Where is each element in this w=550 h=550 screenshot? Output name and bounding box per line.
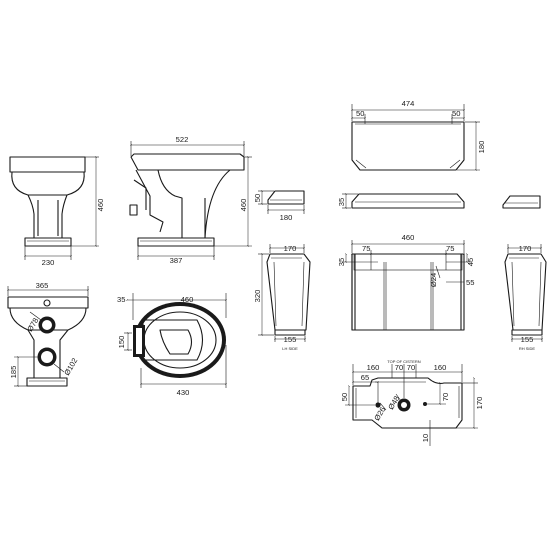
- cistern-lid-right: [502, 195, 541, 209]
- dim-cistern-right-drop: 45: [466, 258, 475, 266]
- dim-cistern-left-offset: 75: [362, 244, 370, 253]
- dim-pan-side-top: 522: [176, 135, 189, 144]
- dim-lid-width: 180: [280, 213, 293, 222]
- dim-cistern-left-drop: 35: [337, 258, 346, 266]
- dim-toc-70-c: 70: [441, 393, 450, 401]
- pan-side-view: 522 460 387: [129, 135, 252, 265]
- dim-toc-160-left: 160: [367, 363, 380, 372]
- dim-toc-70-b: 70: [407, 363, 415, 372]
- dim-pan-back-hole-top: Ø78: [25, 316, 40, 333]
- dim-side-right-width: 170: [519, 244, 532, 253]
- dim-toc-50: 50: [340, 393, 349, 401]
- dim-pan-front-height: 460: [96, 199, 105, 212]
- dim-cistern-right-inset: 55: [466, 278, 474, 287]
- dim-cistern-top-depth: 180: [477, 141, 486, 154]
- cistern-front: 460 75 75 35 Ø24 45 55: [337, 233, 475, 331]
- seat-top-view: 35 460 150 430: [117, 293, 227, 397]
- dim-pan-side-base: 387: [170, 256, 183, 265]
- dim-cistern-top-right: 50: [452, 109, 460, 118]
- dim-pan-back-hole-bottom: Ø102: [62, 356, 79, 377]
- cistern-side-lh: 170 320 155 LH SIDE: [253, 244, 311, 351]
- label-rh-side: RH SIDE: [519, 346, 536, 351]
- dim-toc-depth: 170: [475, 397, 484, 410]
- dim-seat-base: 430: [177, 388, 190, 397]
- dim-cistern-right-offset: 75: [446, 244, 454, 253]
- dim-cistern-hole: Ø24: [429, 273, 438, 287]
- dim-toc-70-a: 70: [395, 363, 403, 372]
- cistern-side-rh: 170 155 RH SIDE: [504, 244, 547, 351]
- dim-side-left-base: 155: [284, 335, 297, 344]
- dim-side-height: 320: [253, 290, 262, 303]
- pan-back-view: 365 Ø78 185 Ø102: [7, 281, 89, 387]
- dim-pan-front-width: 230: [42, 258, 55, 267]
- dim-seat-width: 460: [181, 295, 194, 304]
- pan-front-view: 460 230: [9, 156, 105, 267]
- dim-toc-hole-26: Ø26: [372, 405, 387, 422]
- label-top-of-cistern: TOP OF CISTERN: [387, 359, 421, 364]
- dim-cistern-lid-height: 35: [337, 198, 346, 206]
- dim-pan-back-hole-height: 185: [9, 366, 18, 379]
- top-of-cistern: TOP OF CISTERN 160 70 70 160 65 50 Ø26 Ø…: [340, 359, 484, 446]
- dim-lid-height: 50: [253, 194, 262, 202]
- dim-toc-65: 65: [361, 373, 369, 382]
- cistern-lid-front: 35: [337, 193, 465, 209]
- dim-cistern-front-width: 460: [402, 233, 415, 242]
- cistern-top-plan: 474 50 50 180: [351, 99, 486, 171]
- dim-cistern-top-left: 50: [356, 109, 364, 118]
- dim-toc-160-right: 160: [434, 363, 447, 372]
- dim-cistern-top-width: 474: [402, 99, 415, 108]
- dim-seat-offset: 35: [117, 295, 125, 304]
- dim-seat-hinge: 150: [117, 336, 126, 349]
- dim-side-right-base: 155: [521, 335, 534, 344]
- dim-pan-back-width: 365: [36, 281, 49, 290]
- dim-toc-10: 10: [421, 434, 430, 442]
- dim-side-left-width: 170: [284, 244, 297, 253]
- label-lh-side: LH SIDE: [282, 346, 298, 351]
- cistern-lid-left: 50 180: [253, 190, 305, 222]
- dim-pan-side-height: 460: [239, 199, 248, 212]
